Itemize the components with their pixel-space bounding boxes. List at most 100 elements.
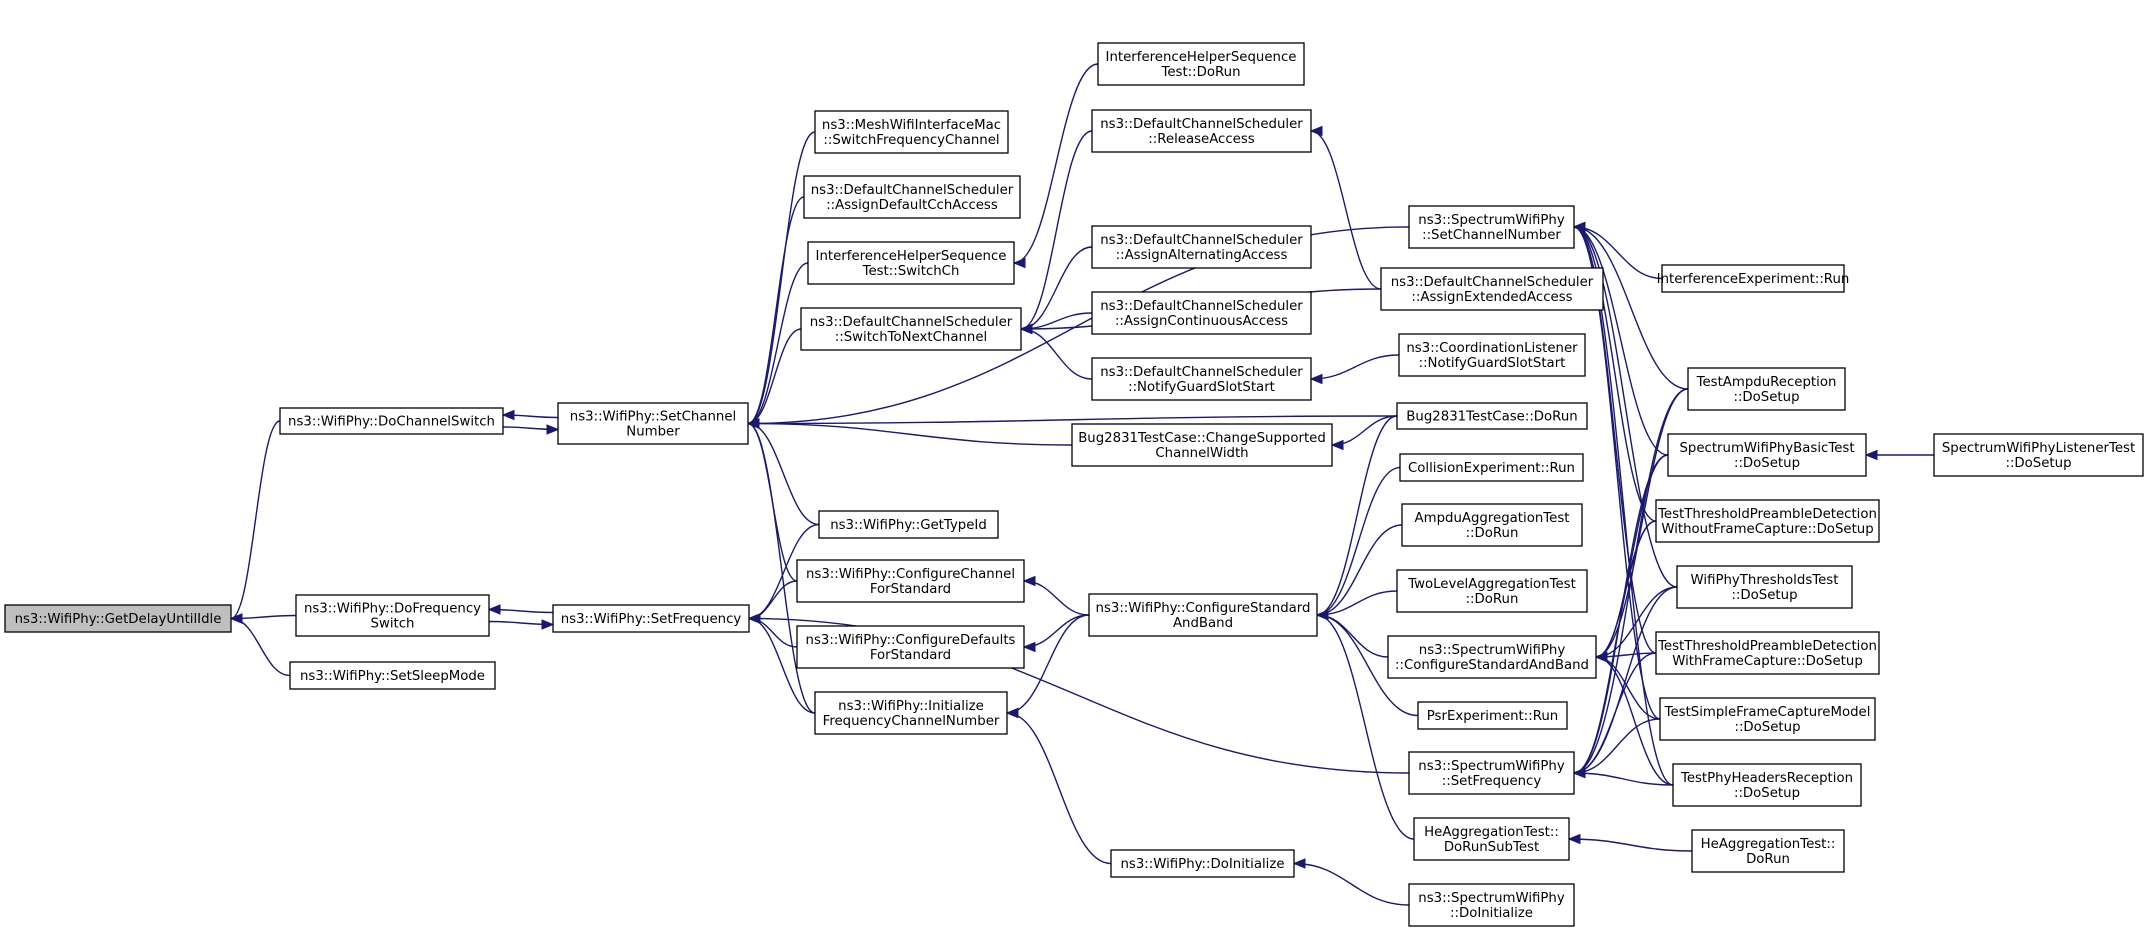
node-label: ::DoSetup xyxy=(1734,456,1800,471)
node-ns3-defaultchannelscheduler-assigncontinuousaccess[interactable]: ns3::DefaultChannelScheduler::AssignCont… xyxy=(1091,291,1312,335)
edge-line xyxy=(1573,226,1678,588)
edge-line xyxy=(230,420,281,620)
edge-line xyxy=(1006,712,1112,865)
node-ns3-defaultchannelscheduler-releaseaccess[interactable]: ns3::DefaultChannelScheduler::ReleaseAcc… xyxy=(1091,109,1312,153)
node-box xyxy=(552,604,750,633)
node-ns3-wifiphy-setsleepmode[interactable]: ns3::WifiPhy::SetSleepMode xyxy=(289,661,496,690)
edge-line xyxy=(1013,63,1099,264)
edge-arrowhead xyxy=(1292,858,1306,869)
node-ns3-meshwifiinterfacemac-switchfrequencychannel[interactable]: ns3::MeshWifiInterfaceMac::SwitchFrequen… xyxy=(814,110,1009,154)
node-ns3-wifiphy-setchannel-number[interactable]: ns3::WifiPhy::SetChannelNumber xyxy=(557,402,749,445)
node-ampduaggregationtest-dorun[interactable]: AmpduAggregationTest::DoRun xyxy=(1401,503,1583,547)
node-ns3-defaultchannelscheduler-assignextendedaccess[interactable]: ns3::DefaultChannelScheduler::AssignExte… xyxy=(1380,267,1604,311)
node-label: HeAggregationTest:: xyxy=(1701,837,1836,852)
node-heaggregationtest-dorun[interactable]: HeAggregationTest::DoRun xyxy=(1691,829,1845,873)
node-label: Bug2831TestCase::ChangeSupported xyxy=(1078,431,1326,446)
node-label: ns3::WifiPhy::DoChannelSwitch xyxy=(288,415,495,430)
node-label: ns3::MeshWifiInterfaceMac xyxy=(822,118,1001,133)
node-box xyxy=(1091,357,1312,401)
node-label: Bug2831TestCase::DoRun xyxy=(1406,410,1577,425)
node-label: TestSimpleFrameCaptureModel xyxy=(1664,705,1871,720)
edge-line xyxy=(747,422,1073,446)
node-box xyxy=(1661,264,1845,293)
edge-arrowhead xyxy=(501,409,515,421)
edge-line xyxy=(1573,226,1674,786)
node-box xyxy=(1408,751,1575,795)
edge-n10-to-n4 xyxy=(746,418,820,526)
node-ns3-wifiphy-setfrequency[interactable]: ns3::WifiPhy::SetFrequency xyxy=(552,604,750,633)
edge-line xyxy=(1595,454,1669,658)
node-spectrumwifiphylistenertest-dosetup[interactable]: SpectrumWifiPhyListenerTest::DoSetup xyxy=(1933,433,2144,477)
node-label: ns3::WifiPhy::ConfigureStandard xyxy=(1096,601,1311,616)
node-testampdureception-dosetup[interactable]: TestAmpduReception::DoSetup xyxy=(1687,367,1846,411)
nodes-layer: ns3::WifiPhy::GetDelayUntilIdlens3::Wifi… xyxy=(4,42,2144,927)
node-ns3-defaultchannelscheduler-assigndefaultcchaccess[interactable]: ns3::DefaultChannelScheduler::AssignDefa… xyxy=(803,175,1021,219)
edge-n4-to-n1 xyxy=(501,409,559,421)
node-interferenceexperiment-run[interactable]: InterferenceExperiment::Run xyxy=(1657,264,1850,293)
edge-line xyxy=(1006,614,1090,714)
node-ns3-coordinationlistener-notifyguardslotstart[interactable]: ns3::CoordinationListener::NotifyGuardSl… xyxy=(1398,333,1586,377)
node-box xyxy=(1655,499,1880,543)
edge-line xyxy=(1023,580,1090,616)
node-label: Number xyxy=(626,425,680,440)
node-label: TwoLevelAggregationTest xyxy=(1407,577,1576,592)
node-label: ForStandard xyxy=(870,648,951,663)
node-ns3-wifiphy-gettypeid[interactable]: ns3::WifiPhy::GetTypeId xyxy=(818,510,999,539)
node-box xyxy=(796,625,1025,669)
edge-line xyxy=(1020,246,1093,330)
node-wifiphythresholdstest-dosetup[interactable]: WifiPhyThresholdsTest::DoSetup xyxy=(1676,565,1853,609)
node-collisionexperiment-run[interactable]: CollisionExperiment::Run xyxy=(1399,453,1584,482)
node-ns3-spectrumwifiphy-setchannelnumber[interactable]: ns3::SpectrumWifiPhy::SetChannelNumber xyxy=(1408,205,1575,249)
edge-line xyxy=(1020,130,1093,330)
node-ns3-defaultchannelscheduler-switchtonextchannel[interactable]: ns3::DefaultChannelScheduler::SwitchToNe… xyxy=(800,307,1022,351)
node-testthresholdpreambledetection-withoutframecapture-dosetup[interactable]: TestThresholdPreambleDetectionWithoutFra… xyxy=(1655,499,1880,543)
node-bug2831testcase-changesupported-channelwidth[interactable]: Bug2831TestCase::ChangeSupportedChannelW… xyxy=(1071,423,1333,467)
node-bug2831testcase-dorun[interactable]: Bug2831TestCase::DoRun xyxy=(1396,402,1588,430)
node-box xyxy=(1933,433,2144,477)
node-testphyheadersreception-dosetup[interactable]: TestPhyHeadersReception::DoSetup xyxy=(1672,763,1862,807)
edge-arrowhead xyxy=(1022,575,1036,587)
edge-n7-to-n4 xyxy=(746,196,805,429)
node-testthresholdpreambledetection-withframecapture-dosetup[interactable]: TestThresholdPreambleDetectionWithFrameC… xyxy=(1655,631,1880,675)
node-ns3-wifiphy-doinitialize[interactable]: ns3::WifiPhy::DoInitialize xyxy=(1110,849,1295,878)
edge-arrowhead xyxy=(1019,323,1033,335)
node-twolevelaggregationtest-dorun[interactable]: TwoLevelAggregationTest::DoRun xyxy=(1396,569,1588,613)
node-label: TestThresholdPreambleDetection xyxy=(1657,507,1877,522)
node-label: ::SwitchToNextChannel xyxy=(835,330,988,345)
node-heaggregationtest-dorunsubtest[interactable]: HeAggregationTest::DoRunSubTest xyxy=(1413,817,1570,861)
node-ns3-defaultchannelscheduler-notifyguardslotstart[interactable]: ns3::DefaultChannelScheduler::NotifyGuar… xyxy=(1091,357,1312,401)
node-label: ::DoSetup xyxy=(1734,720,1800,735)
edge-n37-to-n22 xyxy=(1572,221,1657,522)
node-label: WifiPhyThresholdsTest xyxy=(1691,573,1839,588)
node-label: ::DoSetup xyxy=(1731,588,1797,603)
node-ns3-spectrumwifiphy-setfrequency[interactable]: ns3::SpectrumWifiPhy::SetFrequency xyxy=(1408,751,1575,795)
edge-arrowhead xyxy=(1572,221,1586,233)
node-spectrumwifiphybasictest-dosetup[interactable]: SpectrumWifiPhyBasicTest::DoSetup xyxy=(1667,433,1867,477)
node-ns3-wifiphy-initialize-frequencychannelnumber[interactable]: ns3::WifiPhy::InitializeFrequencyChannel… xyxy=(814,691,1008,735)
node-ns3-wifiphy-configuredefaults-forstandard[interactable]: ns3::WifiPhy::ConfigureDefaultsForStanda… xyxy=(796,625,1025,669)
node-ns3-wifiphy-getdelayuntilidle[interactable]: ns3::WifiPhy::GetDelayUntilIdle xyxy=(4,604,232,633)
node-ns3-wifiphy-dochannelswitch[interactable]: ns3::WifiPhy::DoChannelSwitch xyxy=(279,407,504,435)
node-ns3-spectrumwifiphy-configurestandardandband[interactable]: ns3::SpectrumWifiPhy::ConfigureStandardA… xyxy=(1387,635,1597,679)
node-ns3-defaultchannelscheduler-assignalternatingaccess[interactable]: ns3::DefaultChannelScheduler::AssignAlte… xyxy=(1091,225,1312,269)
edge-line xyxy=(1316,524,1403,616)
node-psrexperiment-run[interactable]: PsrExperiment::Run xyxy=(1417,701,1568,730)
edge-n9-to-n4 xyxy=(746,328,802,429)
node-label: Switch xyxy=(371,617,415,632)
edge-line xyxy=(748,580,798,620)
edge-line xyxy=(747,415,1398,425)
node-ns3-spectrumwifiphy-doinitialize[interactable]: ns3::SpectrumWifiPhy::DoInitialize xyxy=(1408,883,1575,927)
edge-line xyxy=(1316,466,1401,616)
node-box xyxy=(1396,569,1588,613)
node-testsimpleframecapturemodel-dosetup[interactable]: TestSimpleFrameCaptureModel::DoSetup xyxy=(1659,697,1876,741)
node-ns3-wifiphy-configurestandard-andband[interactable]: ns3::WifiPhy::ConfigureStandardAndBand xyxy=(1088,593,1318,637)
node-box xyxy=(1401,503,1583,547)
node-ns3-wifiphy-configurechannel-forstandard[interactable]: ns3::WifiPhy::ConfigureChannelForStandar… xyxy=(796,559,1025,603)
edge-line xyxy=(1595,656,1674,786)
edge-n2-to-n5 xyxy=(488,619,555,630)
node-label: WithoutFrameCapture::DoSetup xyxy=(1661,522,1873,537)
